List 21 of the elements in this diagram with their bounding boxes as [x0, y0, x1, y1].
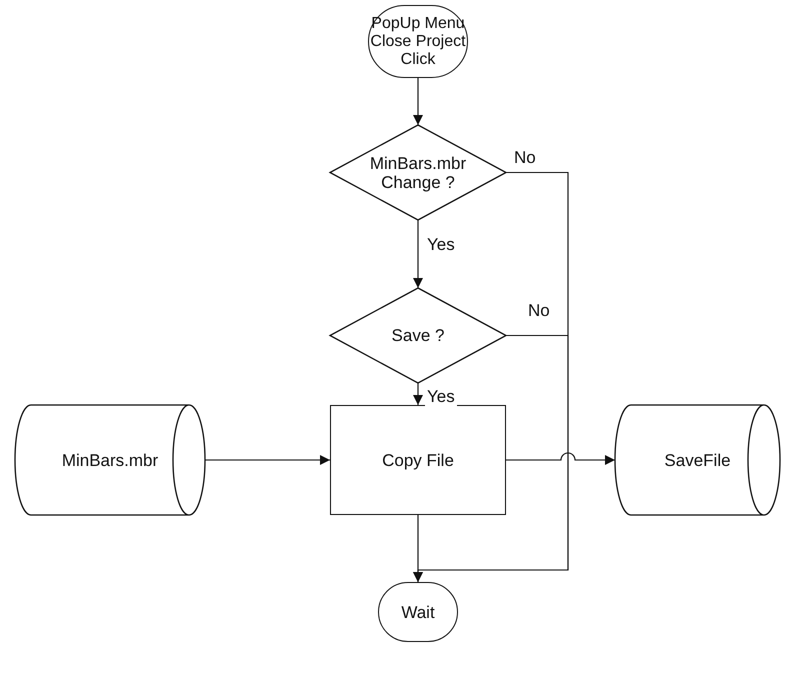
arrow	[413, 78, 423, 125]
arrow	[413, 383, 423, 405]
storage-cylinder	[15, 405, 205, 515]
arrow	[506, 452, 615, 465]
arrow	[413, 334, 569, 582]
edge-label: Yes	[425, 387, 457, 407]
node-label: MinBars.mbr Change ?	[368, 154, 468, 192]
arrow	[205, 455, 330, 465]
storage-cylinder	[615, 405, 780, 515]
node-label: PopUp Menu Close Project Click	[370, 14, 466, 68]
node-label: Wait	[401, 602, 435, 622]
node-label: MinBars.mbr	[62, 450, 158, 470]
terminator-node	[368, 5, 468, 78]
node-label: Copy File	[382, 450, 454, 470]
terminator-node	[378, 582, 458, 642]
arrow	[413, 220, 423, 288]
process-box	[330, 405, 506, 515]
node-label: Save ?	[392, 326, 444, 345]
decision-diamond	[330, 288, 506, 383]
node-label: SaveFile	[664, 450, 731, 470]
decision-diamond	[330, 125, 506, 220]
